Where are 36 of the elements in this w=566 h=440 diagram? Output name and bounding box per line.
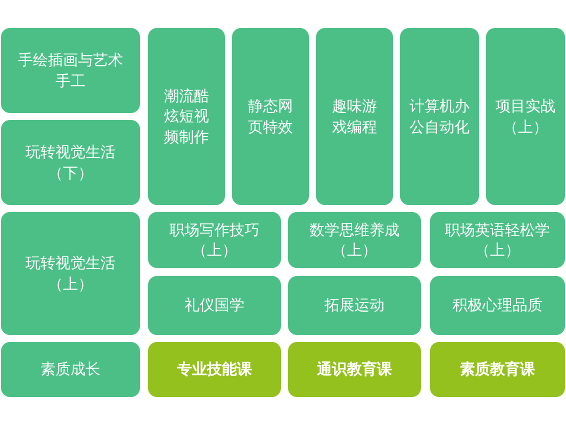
course-tile [400, 28, 479, 205]
category-tile [430, 342, 565, 397]
category-label: 专业技能课 [177, 359, 252, 380]
course-tile [1, 120, 140, 205]
course-tile [1, 28, 140, 113]
course-name: 静态网页特效 [248, 96, 294, 137]
course-name: 项目实战（上） [494, 96, 556, 137]
course-tile [148, 276, 281, 335]
course-name: 手绘插画与艺术手工 [17, 50, 124, 91]
course-tile [1, 212, 140, 335]
course-tile [148, 28, 225, 205]
course-name: 素质成长 [40, 359, 100, 380]
course-name: 职场写作技巧（上） [168, 220, 260, 260]
course-tile [486, 28, 565, 205]
course-tile [1, 342, 140, 397]
course-name: 玩转视觉生活（下） [24, 142, 116, 183]
course-tile [148, 212, 281, 268]
course-name: 数学思维养成（上） [308, 220, 400, 260]
category-label: 通识教育课 [317, 359, 392, 380]
course-tile [430, 276, 565, 335]
course-name: 计算机办公自动化 [408, 96, 470, 137]
course-name: 玩转视觉生活（上） [24, 253, 116, 294]
course-tile [288, 212, 421, 268]
category-tile [288, 342, 421, 397]
category-label: 素质教育课 [460, 359, 535, 380]
course-tile [232, 28, 309, 205]
course-name: 潮流酷炫短视频制作 [164, 86, 210, 147]
course-tile [316, 28, 393, 205]
course-name: 积极心理品质 [452, 295, 542, 316]
course-name: 职场英语轻松学（上） [444, 220, 551, 260]
course-tile [430, 212, 565, 268]
course-name: 拓展运动 [324, 295, 384, 316]
category-tile [148, 342, 281, 397]
course-tile [288, 276, 421, 335]
course-name: 礼仪国学 [184, 295, 244, 316]
course-name: 趣味游戏编程 [332, 96, 378, 137]
